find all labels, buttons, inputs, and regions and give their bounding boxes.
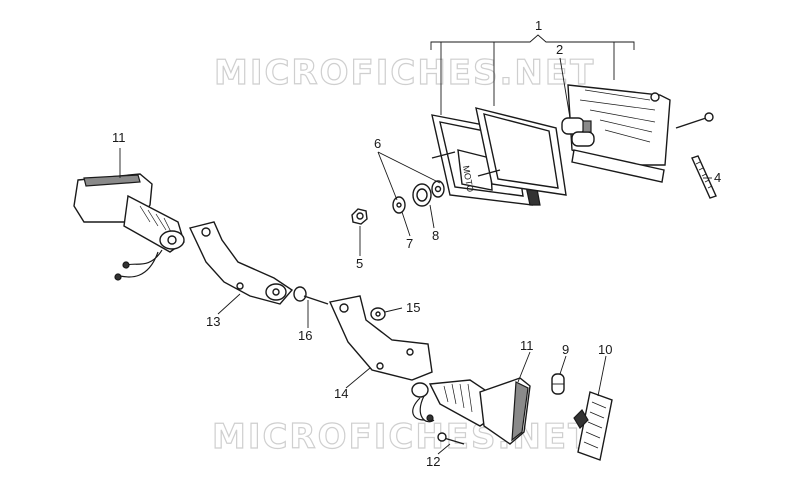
tail-light-assembly: MOTO — [430, 34, 717, 206]
lens-studs — [431, 151, 501, 177]
callout-12: 12 — [426, 454, 440, 469]
indicator-screw — [437, 432, 465, 445]
turn-signal-left — [73, 173, 185, 281]
callout-2: 2 — [556, 42, 563, 57]
callout-10: 10 — [598, 342, 612, 357]
callout-14: 14 — [334, 386, 348, 401]
tail-light-housing — [567, 84, 671, 183]
callout-11-right: 11 — [520, 338, 534, 353]
callout-7: 7 — [406, 236, 413, 251]
callout-15: 15 — [406, 300, 420, 315]
svg-text:MOTO: MOTO — [461, 165, 476, 193]
callout-1: 1 — [535, 18, 542, 33]
reflector-strip — [691, 155, 717, 199]
group-bracket-1 — [430, 34, 635, 50]
callout-13: 13 — [206, 314, 220, 329]
tail-light-bulbs — [561, 117, 595, 147]
callout-4: 4 — [714, 170, 721, 185]
mounting-hardware — [351, 180, 445, 225]
callout-11-left: 11 — [112, 130, 126, 145]
indicator-lens — [573, 391, 613, 461]
watermark-top: MICROFICHES.NET — [214, 53, 595, 93]
callout-6: 6 — [374, 136, 381, 151]
callout-5: 5 — [356, 256, 363, 271]
callout-8: 8 — [432, 228, 439, 243]
housing-screw — [675, 112, 714, 129]
bracket-bolt — [293, 286, 329, 305]
watermark-bottom: MICROFICHES.NET — [212, 417, 593, 457]
rubber-spacer — [370, 307, 386, 321]
indicator-bracket-right — [329, 295, 433, 381]
indicator-bulb — [551, 373, 565, 395]
indicator-bracket-left — [189, 221, 294, 305]
callout-16: 16 — [298, 328, 312, 343]
callout-9: 9 — [562, 342, 569, 357]
turn-signal-right — [411, 377, 531, 445]
lens-gasket — [475, 107, 567, 196]
